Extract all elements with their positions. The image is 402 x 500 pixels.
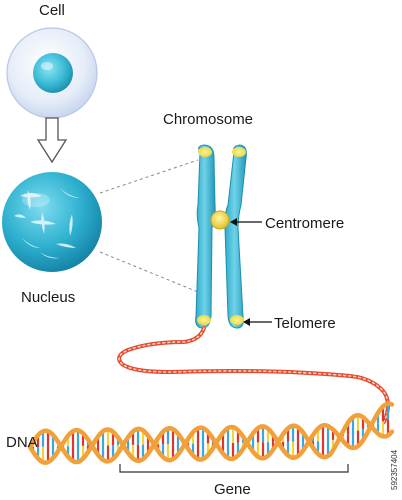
- nucleus: [2, 172, 102, 272]
- centromere-label: Centromere: [265, 215, 344, 232]
- watermark-id: 592357404: [390, 449, 399, 490]
- telomere-label: Telomere: [274, 315, 336, 332]
- dna-backbone-strand-a: [27, 401, 395, 465]
- centromere-pointer: [230, 218, 262, 226]
- chromosome: [195, 144, 247, 329]
- nucleus-chromosomes: [14, 186, 86, 259]
- nucleus-label: Nucleus: [21, 289, 75, 306]
- chromosome-label: Chromosome: [163, 111, 253, 128]
- down-arrow-icon: [36, 117, 68, 164]
- chromatin-thread: [117, 326, 390, 424]
- telomere-bottom-left: [197, 315, 211, 325]
- dna-backbone-strand-b: [27, 412, 395, 465]
- gene-bracket: [119, 464, 349, 473]
- telomere-top-left: [198, 147, 212, 157]
- gene-label: Gene: [214, 481, 251, 498]
- centromere: [210, 210, 230, 230]
- telomere-top-right: [232, 147, 246, 157]
- cell-nucleus: [33, 53, 73, 93]
- cell-label: Cell: [39, 2, 65, 19]
- cell: [6, 27, 98, 119]
- dna-helix: [27, 401, 395, 465]
- telomere-pointer: [243, 318, 272, 326]
- telomere-bottom-right: [230, 315, 244, 325]
- zoom-lines: [99, 159, 199, 293]
- dna-label: DNA: [6, 434, 38, 451]
